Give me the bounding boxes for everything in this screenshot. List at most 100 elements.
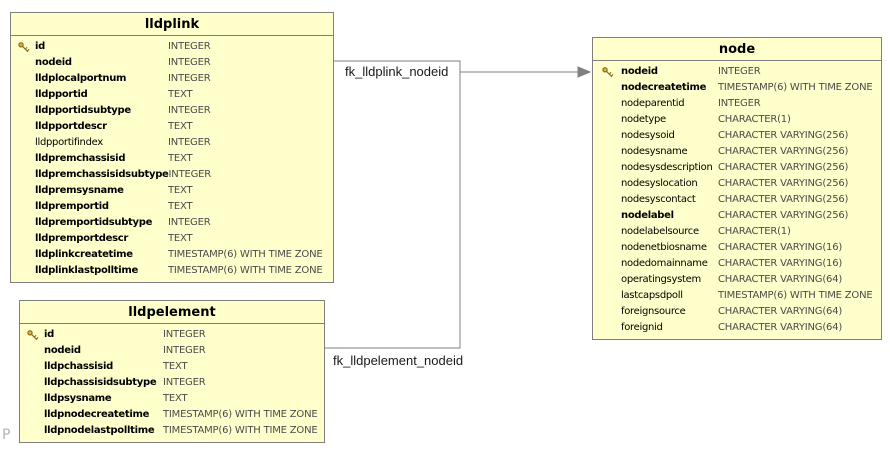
column-name: nodenetbiosname (621, 242, 707, 253)
column-row: nodenetbiosname CHARACTER VARYING(16) (593, 240, 881, 256)
arrowhead-icon (577, 66, 592, 78)
column-type: INTEGER (168, 137, 211, 148)
column-name: lldplinklastpolltime (35, 265, 138, 276)
column-name: lldpportidsubtype (35, 105, 131, 116)
column-name: lldpchassisid (44, 361, 113, 372)
column-name: lldplinkcreatetime (35, 249, 133, 260)
column-name: lldpportid (35, 89, 88, 100)
column-type: INTEGER (163, 345, 206, 356)
fk-label-lldplink-nodeid: fk_lldplink_nodeid (345, 64, 449, 79)
column-type: CHARACTER VARYING(64) (718, 274, 843, 285)
column-type: INTEGER (168, 41, 211, 52)
column-type: TEXT (168, 153, 193, 164)
column-type: TIMESTAMP(6) WITH TIME ZONE (168, 265, 323, 276)
column-row: lldplocalportnum INTEGER (11, 71, 333, 87)
key-icon (593, 66, 621, 79)
column-name: lldpremchassisid (35, 153, 126, 164)
column-type: INTEGER (168, 57, 211, 68)
column-type: TEXT (163, 393, 188, 404)
column-name: lldpremchassisidsubtype (35, 169, 169, 180)
column-type: INTEGER (163, 377, 206, 388)
column-type: CHARACTER VARYING(16) (718, 258, 843, 269)
column-type: TEXT (168, 121, 193, 132)
column-type: CHARACTER VARYING(16) (718, 242, 843, 253)
column-type: TIMESTAMP(6) WITH TIME ZONE (163, 425, 318, 436)
column-type: INTEGER (168, 217, 211, 228)
column-name: operatingsystem (621, 274, 701, 285)
column-name: lldpnodecreatetime (44, 409, 150, 420)
column-name: nodeid (44, 345, 81, 356)
column-row: lldpremportid TEXT (11, 199, 333, 215)
column-row: operatingsystem CHARACTER VARYING(64) (593, 272, 881, 288)
column-type: CHARACTER VARYING(256) (718, 178, 849, 189)
column-row: lldpnodelastpolltime TIMESTAMP(6) WITH TI… (20, 423, 324, 439)
column-type: INTEGER (718, 66, 761, 77)
column-name: nodedomainname (621, 258, 708, 269)
column-type: CHARACTER VARYING(256) (718, 130, 849, 141)
column-type: INTEGER (718, 98, 761, 109)
column-type: TEXT (168, 201, 193, 212)
column-row: nodeid INTEGER (20, 343, 324, 359)
column-name: lldpremportdescr (35, 233, 128, 244)
column-row: lldpremportdescr TEXT (11, 231, 333, 247)
fk-connector-lldpelement-nodeid (323, 72, 461, 349)
column-type: TIMESTAMP(6) WITH TIME ZONE (163, 409, 318, 420)
column-name: lldpnodelastpolltime (44, 425, 155, 436)
column-type: INTEGER (163, 329, 206, 340)
column-name: lldpportifindex (35, 137, 103, 148)
key-icon (11, 41, 35, 54)
column-type: INTEGER (168, 73, 211, 84)
column-name: lldpremportid (35, 201, 109, 212)
column-row: nodedomainname CHARACTER VARYING(16) (593, 256, 881, 272)
column-type: TEXT (168, 89, 193, 100)
column-name: nodetype (621, 114, 666, 125)
column-name: id (35, 41, 45, 52)
column-row: lldpnodecreatetime TIMESTAMP(6) WITH TIME… (20, 407, 324, 423)
column-row: nodesyslocation CHARACTER VARYING(256) (593, 176, 881, 192)
column-type: CHARACTER VARYING(256) (718, 146, 849, 157)
column-name: lldplocalportnum (35, 73, 127, 84)
fk-connector-lldplink-nodeid (334, 60, 461, 72)
column-row: lldpportdescr TEXT (11, 119, 333, 135)
column-name: nodesysname (621, 146, 688, 157)
column-row: lldpremchassisid TEXT (11, 151, 333, 167)
column-row: lldpchassisid TEXT (20, 359, 324, 375)
column-name: foreignsource (621, 306, 686, 317)
column-row: id INTEGER (11, 39, 333, 55)
column-row: lldpportidsubtype INTEGER (11, 103, 333, 119)
column-name: nodeid (35, 57, 72, 68)
column-name: foreignid (621, 322, 663, 333)
column-type: TEXT (168, 233, 193, 244)
column-type: CHARACTER(1) (718, 226, 791, 237)
column-type: CHARACTER VARYING(256) (718, 194, 849, 205)
table-title: lldplink (11, 13, 333, 36)
column-type: TEXT (168, 185, 193, 196)
column-name: nodesyslocation (621, 178, 698, 189)
column-type: TEXT (163, 361, 188, 372)
column-name: nodelabelsource (621, 226, 699, 237)
column-name: lldpsysname (44, 393, 112, 404)
column-name: lldpportdescr (35, 121, 107, 132)
column-type: INTEGER (168, 105, 211, 116)
column-row: lldplinklastpolltime TIMESTAMP(6) WITH TI… (11, 263, 333, 279)
